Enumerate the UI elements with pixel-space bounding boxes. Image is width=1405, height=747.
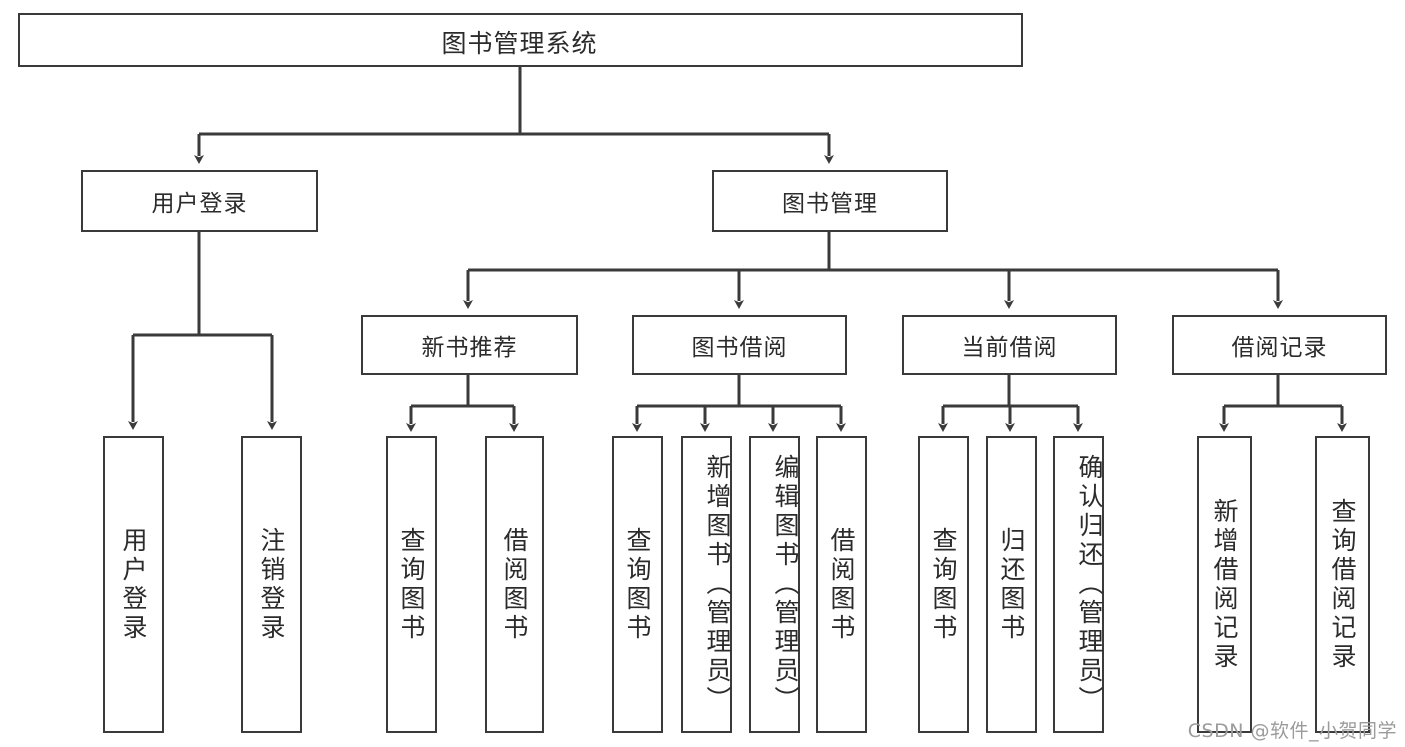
leaf-add-book[interactable]: 新增图书（管理员）	[681, 436, 732, 733]
leaf-borrow-book-label: 借阅图书	[827, 526, 856, 643]
leaf-logout[interactable]: 注销登录	[241, 436, 302, 733]
node-book-manage-label: 图书管理	[782, 191, 878, 217]
leaf-edit-book-label: 编辑图书（管理员）	[771, 454, 800, 715]
leaf-query-book-rec-label: 查询图书	[397, 526, 426, 643]
leaf-return-book[interactable]: 归还图书	[986, 436, 1037, 733]
node-new-book-recommend-label: 新书推荐	[421, 335, 518, 361]
leaf-query-book-cur-label: 查询图书	[929, 526, 958, 643]
leaf-logout-label: 注销登录	[257, 526, 286, 643]
node-current-borrow[interactable]: 当前借阅	[902, 315, 1117, 375]
leaf-user-login[interactable]: 用户登录	[103, 436, 164, 733]
leaf-add-book-label: 新增图书（管理员）	[703, 454, 732, 715]
node-user-login[interactable]: 用户登录	[81, 170, 318, 232]
leaf-borrow-book[interactable]: 借阅图书	[816, 436, 867, 733]
node-book-borrow[interactable]: 图书借阅	[632, 315, 847, 375]
leaf-confirm-return-label: 确认归还（管理员）	[1075, 454, 1104, 715]
leaf-query-book-rec[interactable]: 查询图书	[386, 436, 437, 733]
leaf-query-book-cur[interactable]: 查询图书	[918, 436, 969, 733]
leaf-query-record[interactable]: 查询借阅记录	[1315, 436, 1370, 733]
leaf-query-book-borrow-label: 查询图书	[623, 526, 652, 643]
leaf-query-record-label: 查询借阅记录	[1328, 497, 1357, 672]
leaf-borrow-book-rec-label: 借阅图书	[500, 526, 529, 643]
leaf-borrow-book-rec[interactable]: 借阅图书	[485, 436, 544, 733]
leaf-return-book-label: 归还图书	[997, 526, 1026, 643]
node-user-login-label: 用户登录	[151, 191, 248, 217]
node-root-label: 图书管理系统	[441, 29, 598, 58]
leaf-user-login-label: 用户登录	[119, 526, 148, 643]
leaf-add-record-label: 新增借阅记录	[1210, 497, 1239, 672]
node-borrow-record-label: 借阅记录	[1231, 335, 1328, 361]
node-book-manage[interactable]: 图书管理	[712, 170, 948, 232]
leaf-add-record[interactable]: 新增借阅记录	[1197, 436, 1252, 733]
leaf-confirm-return[interactable]: 确认归还（管理员）	[1053, 436, 1104, 733]
node-root[interactable]: 图书管理系统	[18, 13, 1023, 67]
leaf-query-book-borrow[interactable]: 查询图书	[612, 436, 663, 733]
node-current-borrow-label: 当前借阅	[961, 335, 1058, 361]
node-borrow-record[interactable]: 借阅记录	[1172, 315, 1387, 375]
node-book-borrow-label: 图书借阅	[691, 335, 788, 361]
node-new-book-recommend[interactable]: 新书推荐	[361, 315, 578, 375]
leaf-edit-book[interactable]: 编辑图书（管理员）	[749, 436, 800, 733]
watermark-text: CSDN @软件_小贺同学	[1187, 720, 1397, 742]
